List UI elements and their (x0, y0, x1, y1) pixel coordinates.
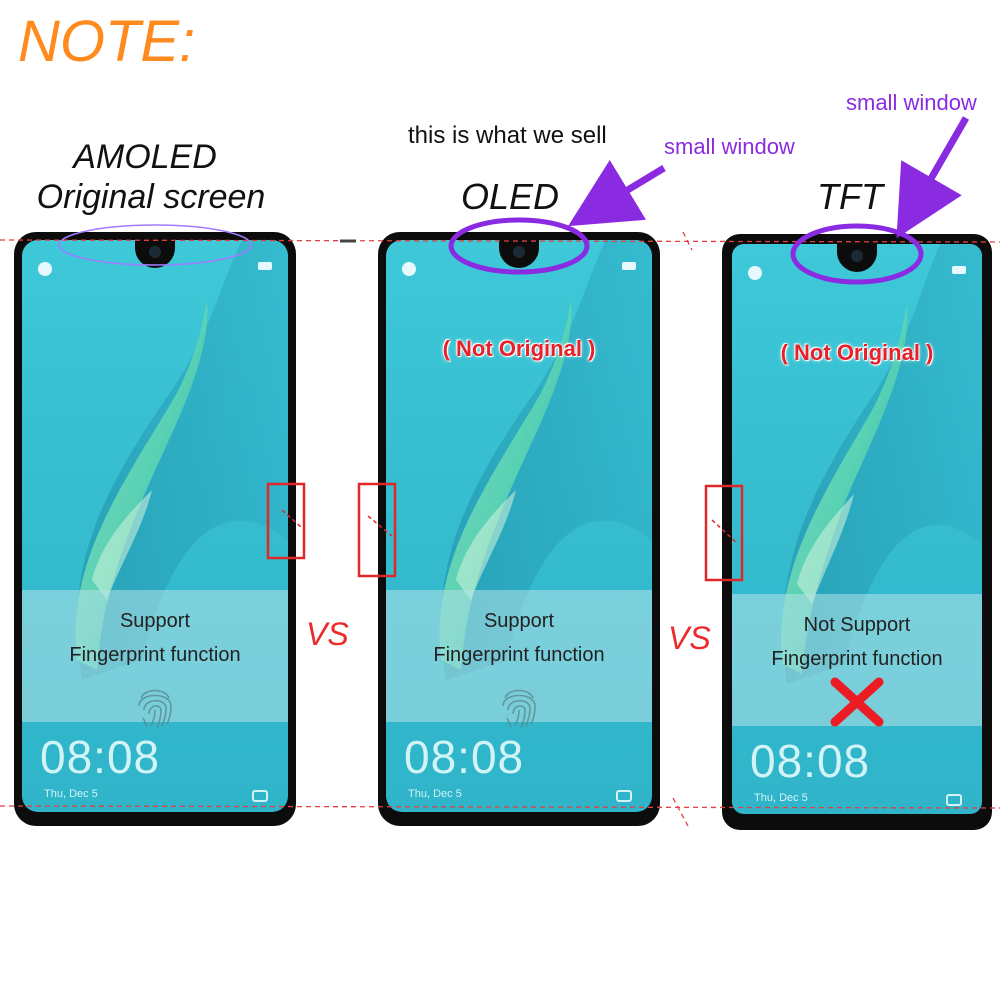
clock-date: Thu, Dec 5 (754, 792, 808, 804)
support-label: Support (119, 610, 191, 632)
note-heading: NOTE: (18, 9, 196, 74)
not-support-label: Not Support (803, 614, 911, 636)
what-we-sell-label: this is what we sell (408, 122, 607, 149)
fingerprint-function-label: Fingerprint function (433, 644, 605, 666)
phone-screen: ( Not Original ) Support Fingerprint fun… (386, 240, 652, 812)
status-icon (38, 262, 52, 276)
wallpaper (732, 244, 982, 814)
clock-time: 08:08 (404, 731, 525, 783)
phone-tft: ( Not Original ) Not Support Fingerprint… (722, 234, 992, 830)
phone-screen: ( Not Original ) Not Support Fingerprint… (732, 244, 982, 814)
fingerprint-function-label: Fingerprint function (69, 644, 241, 666)
clock-date: Thu, Dec 5 (44, 788, 98, 800)
oled-title: OLED (460, 176, 560, 217)
phone-amoled: Support Fingerprint function 08:08 Thu, … (14, 232, 296, 826)
not-original-label: ( Not Original ) (780, 340, 934, 365)
phone-oled: ( Not Original ) Support Fingerprint fun… (378, 232, 660, 826)
tft-title: TFT (817, 176, 883, 217)
arrow-to-tft (896, 116, 970, 239)
camera-icon (252, 790, 268, 802)
phone-screen: Support Fingerprint function 08:08 Thu, … (22, 240, 288, 812)
small-window-label-tft: small window (846, 90, 977, 115)
not-original-label: ( Not Original ) (442, 336, 596, 361)
arrow-to-oled (568, 159, 666, 227)
camera-icon (616, 790, 632, 802)
fingerprint-icon (138, 689, 172, 729)
vs-label-2: VS (668, 620, 711, 656)
clock-date: Thu, Dec 5 (408, 788, 462, 800)
clock-time: 08:08 (750, 735, 871, 787)
battery-icon (622, 262, 636, 270)
battery-icon (952, 266, 966, 274)
amoled-title: AMOLED (73, 138, 217, 176)
support-label: Support (483, 610, 555, 632)
vs-label-1: VS (306, 616, 349, 652)
small-window-label-oled: small window (664, 134, 795, 159)
status-icon (402, 262, 416, 276)
status-icon (748, 266, 762, 280)
camera-icon (946, 794, 962, 806)
clock-time: 08:08 (40, 731, 161, 783)
fingerprint-icon (502, 689, 536, 729)
amoled-subtitle: Original screen (36, 178, 266, 216)
x-mark-icon (830, 677, 884, 727)
fingerprint-function-label: Fingerprint function (771, 648, 943, 670)
battery-icon (258, 262, 272, 270)
